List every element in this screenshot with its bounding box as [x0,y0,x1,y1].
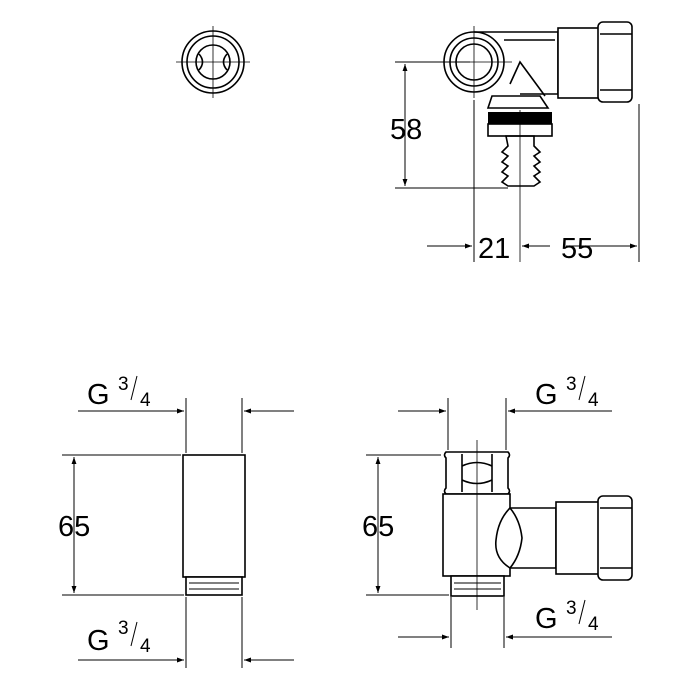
thread-top-numerator: 3 [118,374,129,395]
end-view-top-left [176,26,250,98]
thread-top-denominator: 4 [140,390,151,411]
front-view-bottom-right: G 3 4 65 G 3 4 [362,374,633,648]
thread-top-label-right: G [535,379,558,411]
thread-top-label: G [87,379,110,411]
dim-height-65-left: 65 [58,511,90,543]
thread-bottom-label-right: G [535,603,558,635]
thread-bottom-label: G [87,625,110,657]
dim-width-55: 55 [561,233,593,265]
thread-bottom-numerator: 3 [118,618,129,639]
dim-height-65-right: 65 [362,511,394,543]
thread-top-denominator-right: 4 [588,390,599,411]
front-view-top-right: 58 21 55 [390,21,640,265]
dim-height-58: 58 [390,114,422,146]
thread-bottom-denominator: 4 [140,636,151,657]
side-view-bottom-left: G 3 4 65 G 3 4 [58,374,294,668]
thread-top-numerator-right: 3 [566,374,577,395]
thread-bottom-denominator-right: 4 [588,614,599,635]
thread-bottom-numerator-right: 3 [566,598,577,619]
dim-width-21: 21 [478,233,510,265]
